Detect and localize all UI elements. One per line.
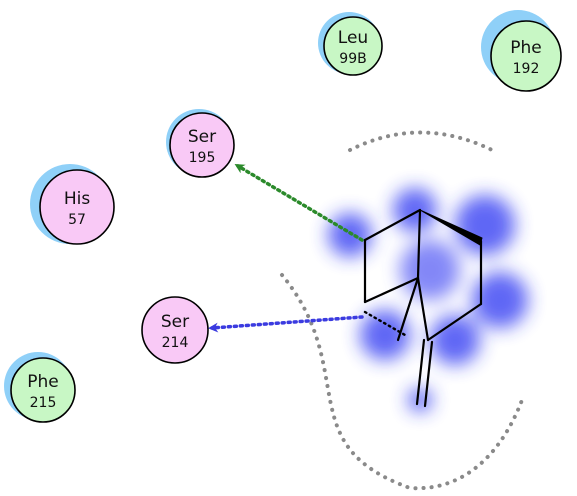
residue-number: 195 bbox=[189, 150, 216, 166]
residue-ser-214: Ser 214 bbox=[141, 296, 209, 364]
pocket-outline bbox=[280, 130, 524, 491]
residue-number: 192 bbox=[513, 61, 540, 77]
residue-circle bbox=[323, 16, 383, 76]
residue-name: Ser bbox=[161, 312, 189, 332]
pocket-outline-bottom bbox=[280, 273, 524, 491]
ligand-structure bbox=[363, 208, 483, 408]
residue-name: His bbox=[64, 189, 91, 209]
pocket-outline-top bbox=[348, 130, 494, 152]
residue-his-57: His 57 bbox=[30, 164, 115, 245]
residue-number: 215 bbox=[30, 395, 57, 411]
residue-number: 214 bbox=[162, 335, 189, 351]
residue-name: Phe bbox=[510, 38, 542, 58]
hbond-ser195 bbox=[234, 163, 364, 242]
residue-circle bbox=[39, 169, 115, 245]
residue-name: Phe bbox=[27, 372, 59, 392]
residue-circle bbox=[141, 296, 209, 364]
residue-circle bbox=[169, 112, 235, 178]
interactions bbox=[208, 163, 364, 333]
residue-ser-195: Ser 195 bbox=[166, 109, 235, 178]
residue-number: 99B bbox=[339, 51, 366, 67]
residue-name: Leu bbox=[338, 28, 368, 48]
residue-circle bbox=[490, 20, 562, 92]
hbond-ser214 bbox=[208, 315, 364, 333]
residue-phe-192: Phe 192 bbox=[481, 10, 562, 92]
residue-number: 57 bbox=[68, 212, 86, 228]
residue-circle bbox=[10, 357, 76, 423]
residue-leu-99b: Leu 99B bbox=[318, 12, 383, 76]
residue-phe-215: Phe 215 bbox=[4, 352, 76, 423]
residue-name: Ser bbox=[188, 127, 216, 147]
